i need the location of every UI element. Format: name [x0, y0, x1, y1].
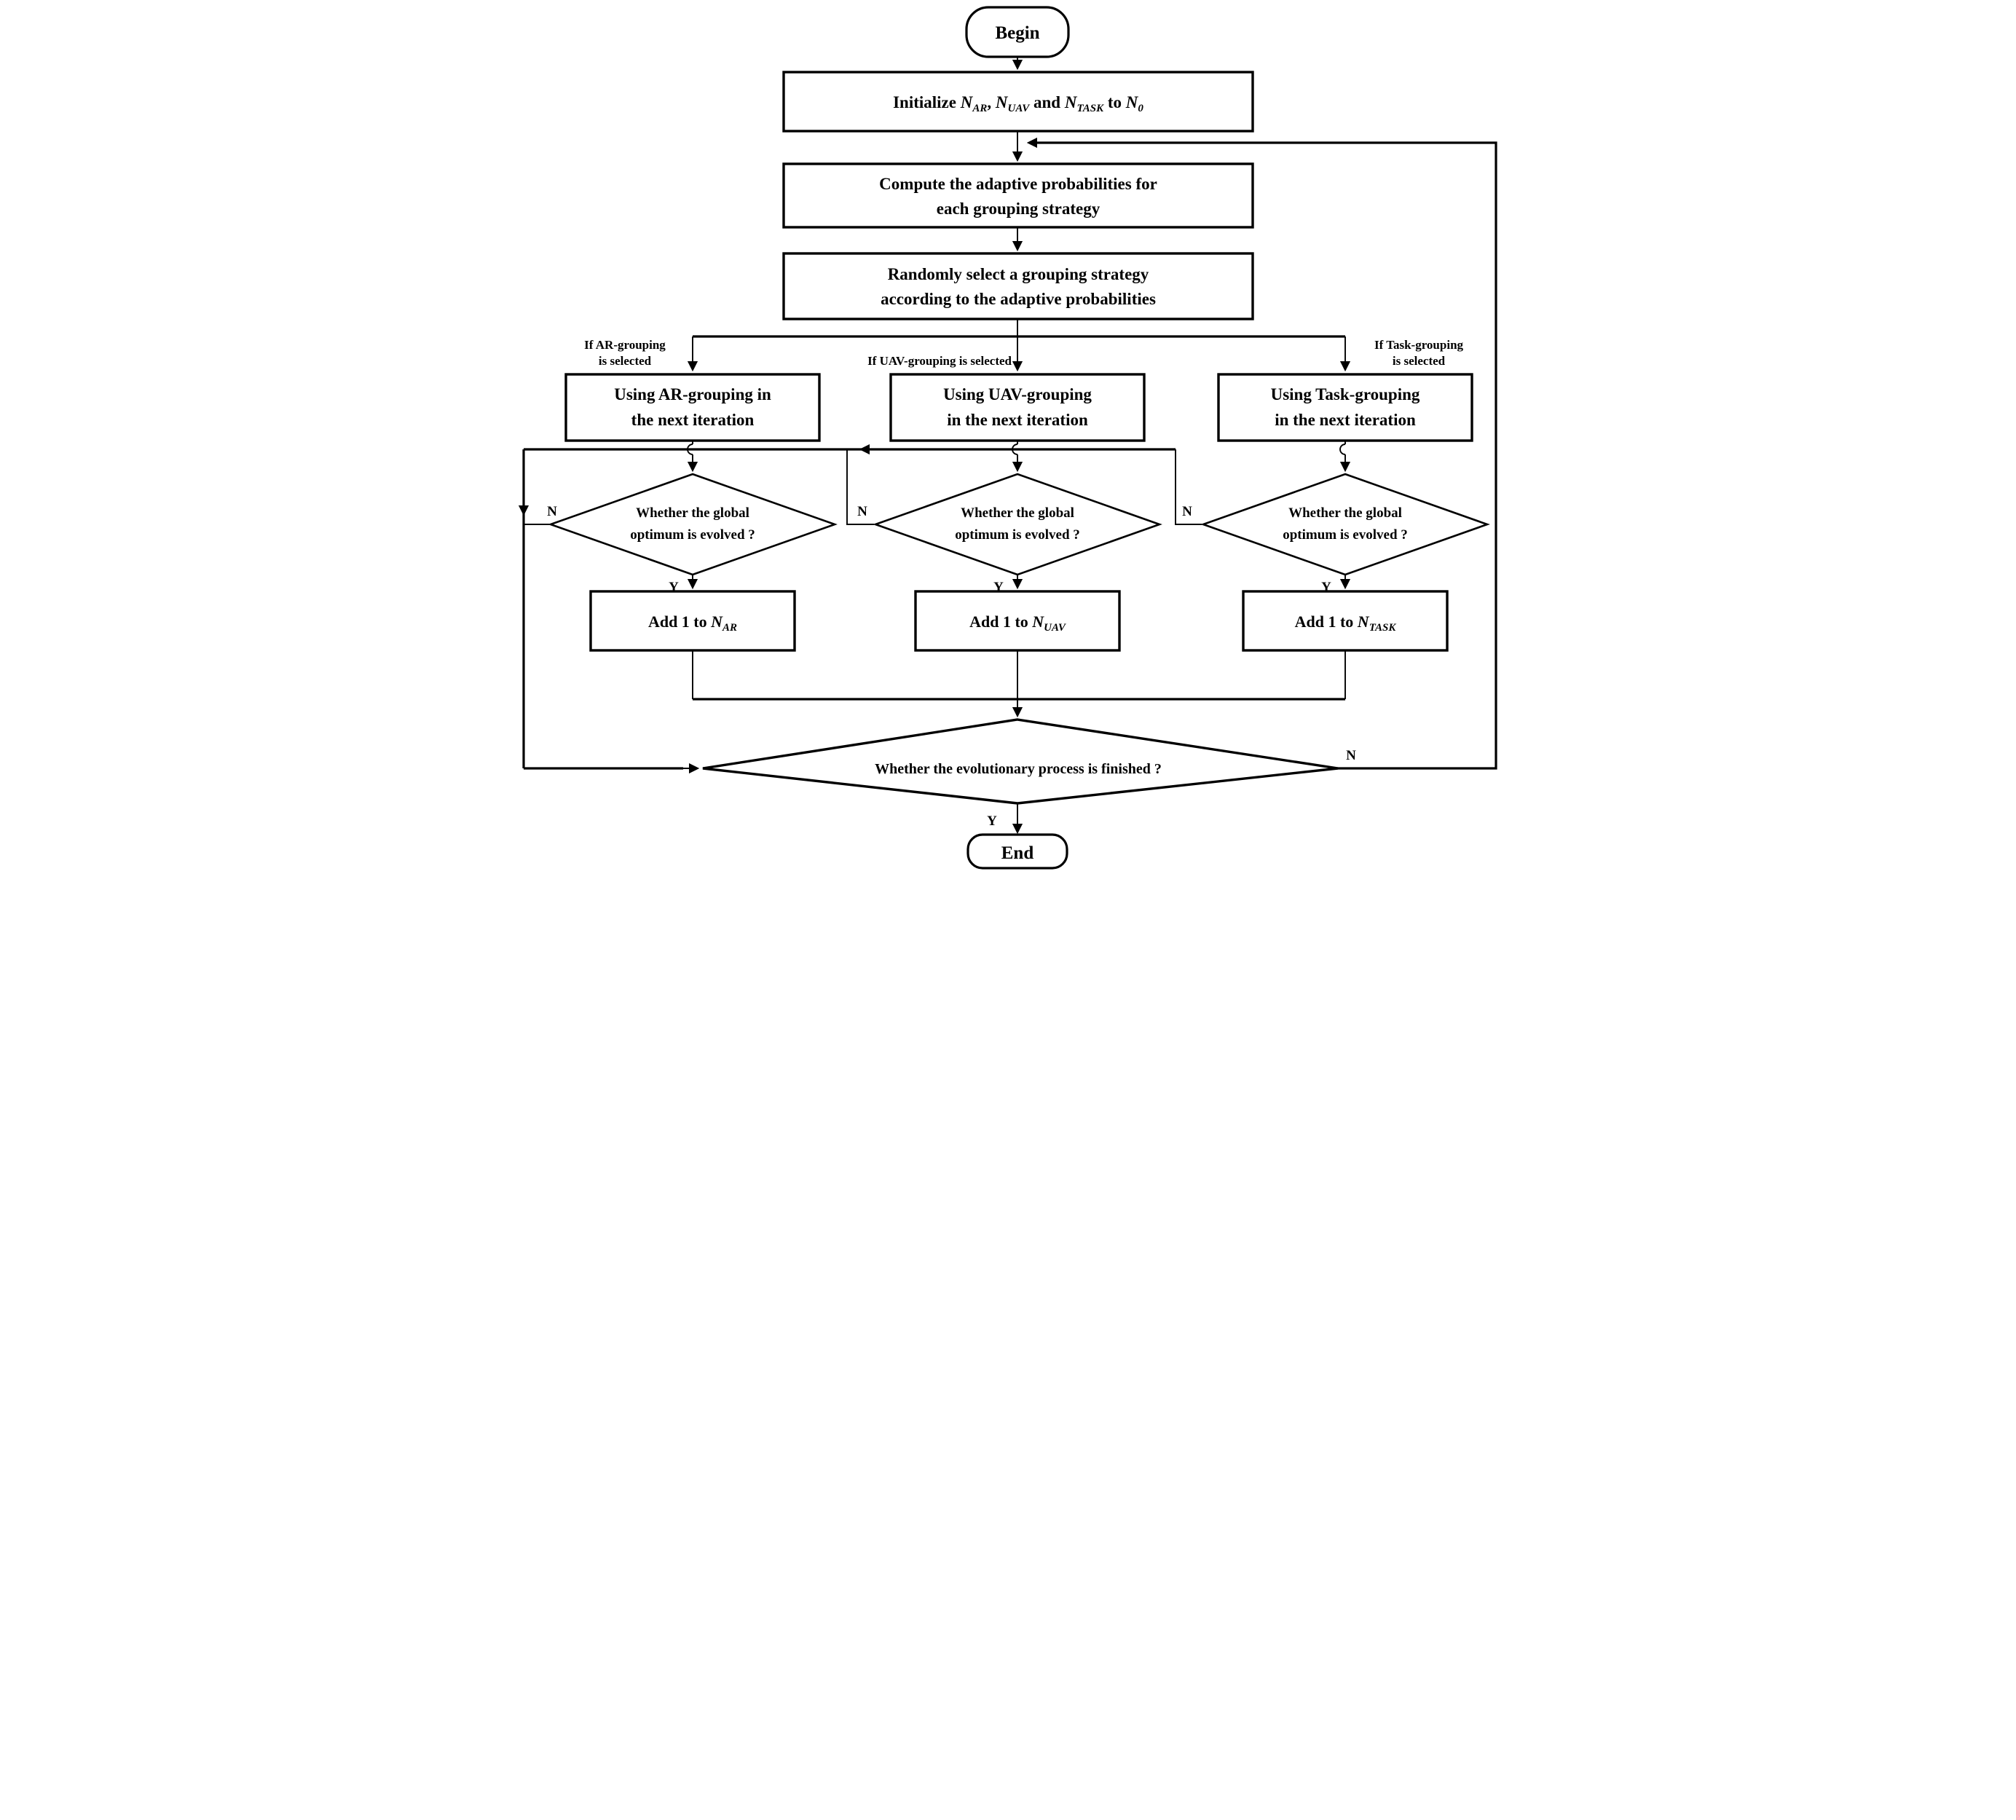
- line-hop-ar: [687, 444, 693, 455]
- add-ntask-label: Add 1 to NTASK: [1295, 612, 1397, 634]
- n-label-final: N: [1346, 748, 1356, 763]
- using-uav-label-line2: in the next iteration: [947, 411, 1088, 429]
- evolve-diamond-task: [1200, 473, 1490, 576]
- compute-label-line2: each grouping strategy: [937, 200, 1100, 218]
- begin-terminal: [965, 6, 1070, 58]
- begin-label: Begin: [995, 23, 1039, 43]
- finish-diamond: [702, 718, 1339, 805]
- end-label: End: [1001, 843, 1034, 863]
- line-hop-task: [1339, 444, 1346, 455]
- y-label-final: Y: [987, 814, 997, 829]
- label-if-task-grouping-line1: If Task-grouping: [1374, 338, 1464, 352]
- add-nar-box: [589, 590, 796, 652]
- init-process-box: [782, 71, 1254, 133]
- feedback-loop-line: [1030, 141, 1497, 770]
- flowchart-canvas: Begin Initialize NAR, NUAV and NTASK to …: [518, 6, 1497, 870]
- using-task-label-line1: Using Task-grouping: [1271, 385, 1420, 403]
- label-if-ar-grouping-line1: If AR-grouping: [584, 338, 666, 352]
- evolve-uav-label-line1: Whether the global: [961, 505, 1074, 521]
- n-label-task: N: [1182, 504, 1192, 519]
- add-nuav-label: Add 1 to NUAV: [969, 612, 1067, 634]
- label-if-ar-grouping-line2: is selected: [599, 354, 652, 368]
- using-task-box: [1217, 373, 1473, 442]
- evolve-ar-label-line2: optimum is evolved ?: [630, 527, 755, 543]
- n-label-ar: N: [547, 504, 557, 519]
- end-terminal: [966, 833, 1068, 870]
- riser-task-n: [1175, 449, 1202, 525]
- compute-label-line1: Compute the adaptive probabilities for: [879, 175, 1157, 193]
- finish-diamond-label: Whether the evolutionary process is fini…: [875, 761, 1162, 777]
- random-label-line2: according to the adaptive probabilities: [881, 290, 1156, 308]
- add-nuav-box: [914, 590, 1121, 652]
- evolve-uav-label-line2: optimum is evolved ?: [955, 527, 1080, 543]
- select-strategy-box: [782, 252, 1254, 320]
- using-uav-box: [889, 373, 1146, 442]
- using-ar-label-line1: Using AR-grouping in: [614, 385, 771, 403]
- line-hop-uav: [1012, 444, 1018, 455]
- riser-uav-n: [846, 449, 874, 525]
- flowchart-figure: Begin Initialize NAR, NUAV and NTASK to …: [504, 0, 1512, 910]
- evolve-diamond-uav: [873, 473, 1162, 576]
- using-ar-label-line2: the next iteration: [631, 411, 755, 429]
- evolve-diamond-ar: [548, 473, 838, 576]
- evolve-task-label-line1: Whether the global: [1288, 505, 1402, 521]
- label-if-uav-grouping: If UAV-grouping is selected: [867, 354, 1012, 368]
- using-task-label-line2: in the next iteration: [1275, 411, 1416, 429]
- compute-probabilities-box: [782, 162, 1254, 229]
- using-uav-label-line1: Using UAV-grouping: [943, 385, 1092, 403]
- random-label-line1: Randomly select a grouping strategy: [888, 265, 1149, 283]
- add-ntask-box: [1242, 590, 1449, 652]
- using-ar-box: [564, 373, 821, 442]
- evolve-task-label-line2: optimum is evolved ?: [1283, 527, 1408, 543]
- evolve-ar-label-line1: Whether the global: [636, 505, 749, 521]
- label-if-task-grouping-line2: is selected: [1393, 354, 1446, 368]
- add-nar-label: Add 1 to NAR: [648, 612, 737, 634]
- init-label: Initialize NAR, NUAV and NTASK to N0: [893, 93, 1143, 114]
- n-label-uav: N: [857, 504, 867, 519]
